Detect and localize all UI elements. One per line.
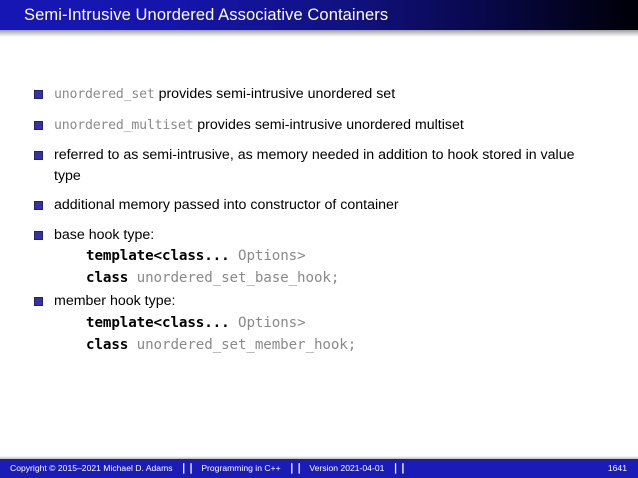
footer-separator: ❘❘ (179, 463, 196, 474)
list-item-text: additional memory passed into constructo… (54, 197, 399, 213)
ellipsis: ... (204, 314, 230, 331)
semicolon: ; (347, 336, 357, 353)
list-item: member hook type: template<class... Opti… (0, 291, 638, 356)
footer-version: Version 2021-04-01 (309, 463, 385, 473)
keyword-class: class (86, 270, 129, 286)
footer-info: Copyright © 2015–2021 Michael D. Adams ❘❘… (10, 459, 413, 478)
code-line-template-base: template<class... Options> (54, 245, 604, 267)
code-space (128, 337, 136, 353)
bullet-square-icon (34, 90, 43, 99)
inline-code: unordered_set (54, 87, 155, 102)
slide-content: unordered_set provides semi-intrusive un… (0, 84, 638, 358)
list-item: additional memory passed into constructo… (0, 195, 638, 216)
bullet-square-icon (34, 151, 43, 160)
angle-open: < (153, 314, 163, 331)
identifier-unordered-set-base-hook: unordered_set_base_hook (136, 270, 331, 286)
angle-close: > (297, 314, 306, 331)
keyword-template: template (86, 314, 154, 331)
footer-course: Programming in C++ (201, 463, 281, 473)
code-line-class-member: class unordered_set_member_hook; (54, 334, 604, 356)
page-title: Semi-Intrusive Unordered Associative Con… (24, 6, 389, 24)
slide-footer: Copyright © 2015–2021 Michael D. Adams ❘❘… (0, 459, 638, 478)
inline-code: unordered_multiset (54, 117, 194, 133)
slide-title-bar: Semi-Intrusive Unordered Associative Con… (0, 0, 638, 30)
code-line-template-member: template<class... Options> (54, 312, 604, 334)
list-item-text: unordered_set provides semi-intrusive un… (54, 86, 395, 102)
list-item-text: referred to as semi-intrusive, as memory… (54, 147, 575, 184)
list-item-text: member hook type: (54, 293, 176, 309)
bullet-square-icon (34, 120, 43, 130)
keyword-template: template (86, 248, 154, 264)
title-bar-shadow (0, 30, 638, 37)
code-space (128, 270, 136, 286)
angle-close: > (297, 248, 306, 264)
keyword-class: class (162, 248, 205, 264)
list-item: base hook type: template<class... Option… (0, 225, 638, 290)
page-number: 1641 (607, 463, 627, 473)
list-item: referred to as semi-intrusive, as memory… (0, 145, 638, 186)
list-item: unordered_multiset provides semi-intrusi… (0, 115, 638, 137)
keyword-class: class (162, 314, 205, 331)
identifier-options: Options (238, 314, 298, 331)
identifier-unordered-set-member-hook: unordered_set_member_hook (136, 336, 348, 353)
list-item: unordered_set provides semi-intrusive un… (0, 84, 638, 106)
list-item-body: provides semi-intrusive unordered set (154, 86, 396, 102)
code-line-class-base: class unordered_set_base_hook; (54, 267, 604, 289)
code-space (230, 315, 238, 331)
footer-separator: ❘❘ (391, 463, 407, 474)
ellipsis: ... (204, 248, 230, 264)
bullet-square-icon (34, 230, 43, 240)
list-item-text: unordered_multiset provides semi-intrusi… (54, 117, 464, 133)
keyword-class: class (86, 336, 129, 353)
footer-copyright: Copyright © 2015–2021 Michael D. Adams (10, 463, 173, 473)
identifier-options: Options (238, 248, 298, 264)
semicolon: ; (330, 270, 340, 286)
code-space (230, 248, 238, 264)
bullet-square-icon (34, 201, 43, 210)
list-item-text: base hook type: (54, 226, 155, 243)
angle-open: < (153, 248, 163, 264)
list-item-body: provides semi-intrusive unordered multis… (193, 116, 464, 133)
footer-divider (0, 456, 638, 459)
footer-separator: ❘❘ (287, 463, 304, 474)
bullet-square-icon (34, 297, 43, 306)
